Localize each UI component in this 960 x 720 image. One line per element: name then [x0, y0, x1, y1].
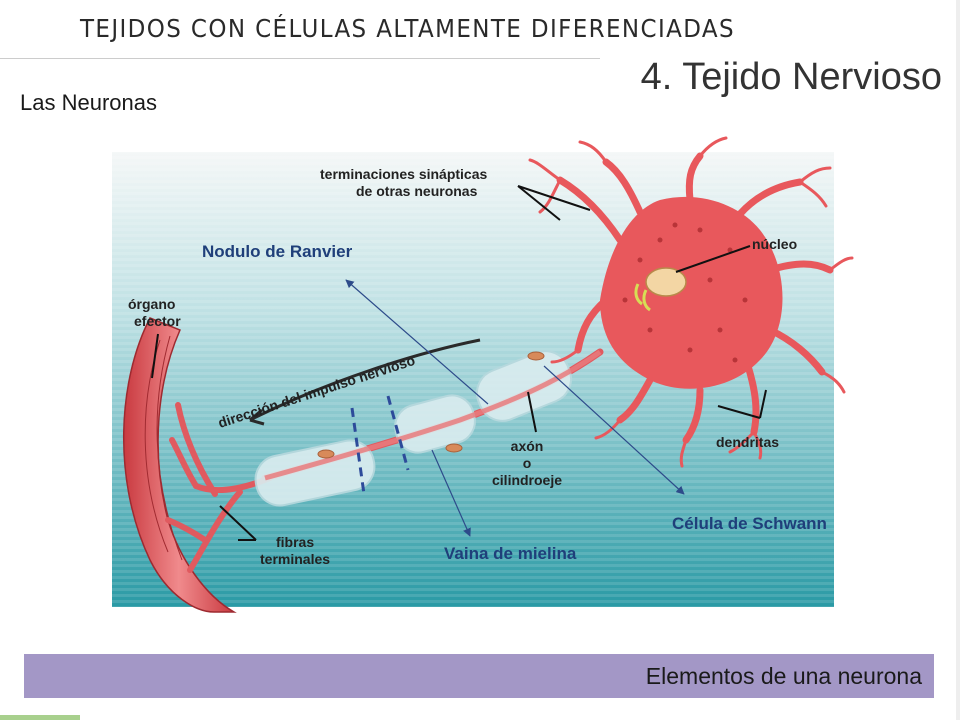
subtitle: Las Neuronas [20, 90, 157, 115]
neuron-cell-body [528, 136, 854, 468]
label-organo: órgano efector [128, 296, 181, 329]
course-title: TEJIDOS CON CÉLULAS ALTAMENTE DIFERENCIA… [80, 14, 736, 43]
ranvier-markers [350, 395, 410, 495]
effector-organ [122, 317, 237, 613]
page-edge [956, 0, 960, 720]
footer-banner: Elementos de una neurona [24, 654, 934, 698]
slide-title: 4. Tejido Nervioso [640, 56, 942, 98]
accent-bar [0, 715, 80, 720]
label-pointers [151, 185, 767, 541]
callout-vaina-mielina: Vaina de mielina [444, 544, 577, 563]
label-fibras: fibras terminales [260, 534, 331, 567]
callout-nodulo-ranvier: Nodulo de Ranvier [202, 242, 353, 261]
callout-arrows [345, 279, 685, 537]
label-axon: axón o cilindroeje [492, 438, 563, 488]
banner-text: Elementos de una neurona [645, 663, 922, 689]
label-nucleo: núcleo [752, 236, 798, 252]
terminal-fibers [165, 402, 273, 573]
callout-celula-schwann: Célula de Schwann [672, 514, 827, 533]
header-divider [0, 58, 600, 59]
label-terminaciones: terminaciones sinápticas de otras neuron… [320, 166, 488, 199]
schwann-nuclei [317, 351, 545, 459]
impulse-direction-arrow [249, 338, 481, 422]
label-dendritas: dendritas [716, 434, 780, 450]
nucleus-shape [645, 267, 687, 297]
